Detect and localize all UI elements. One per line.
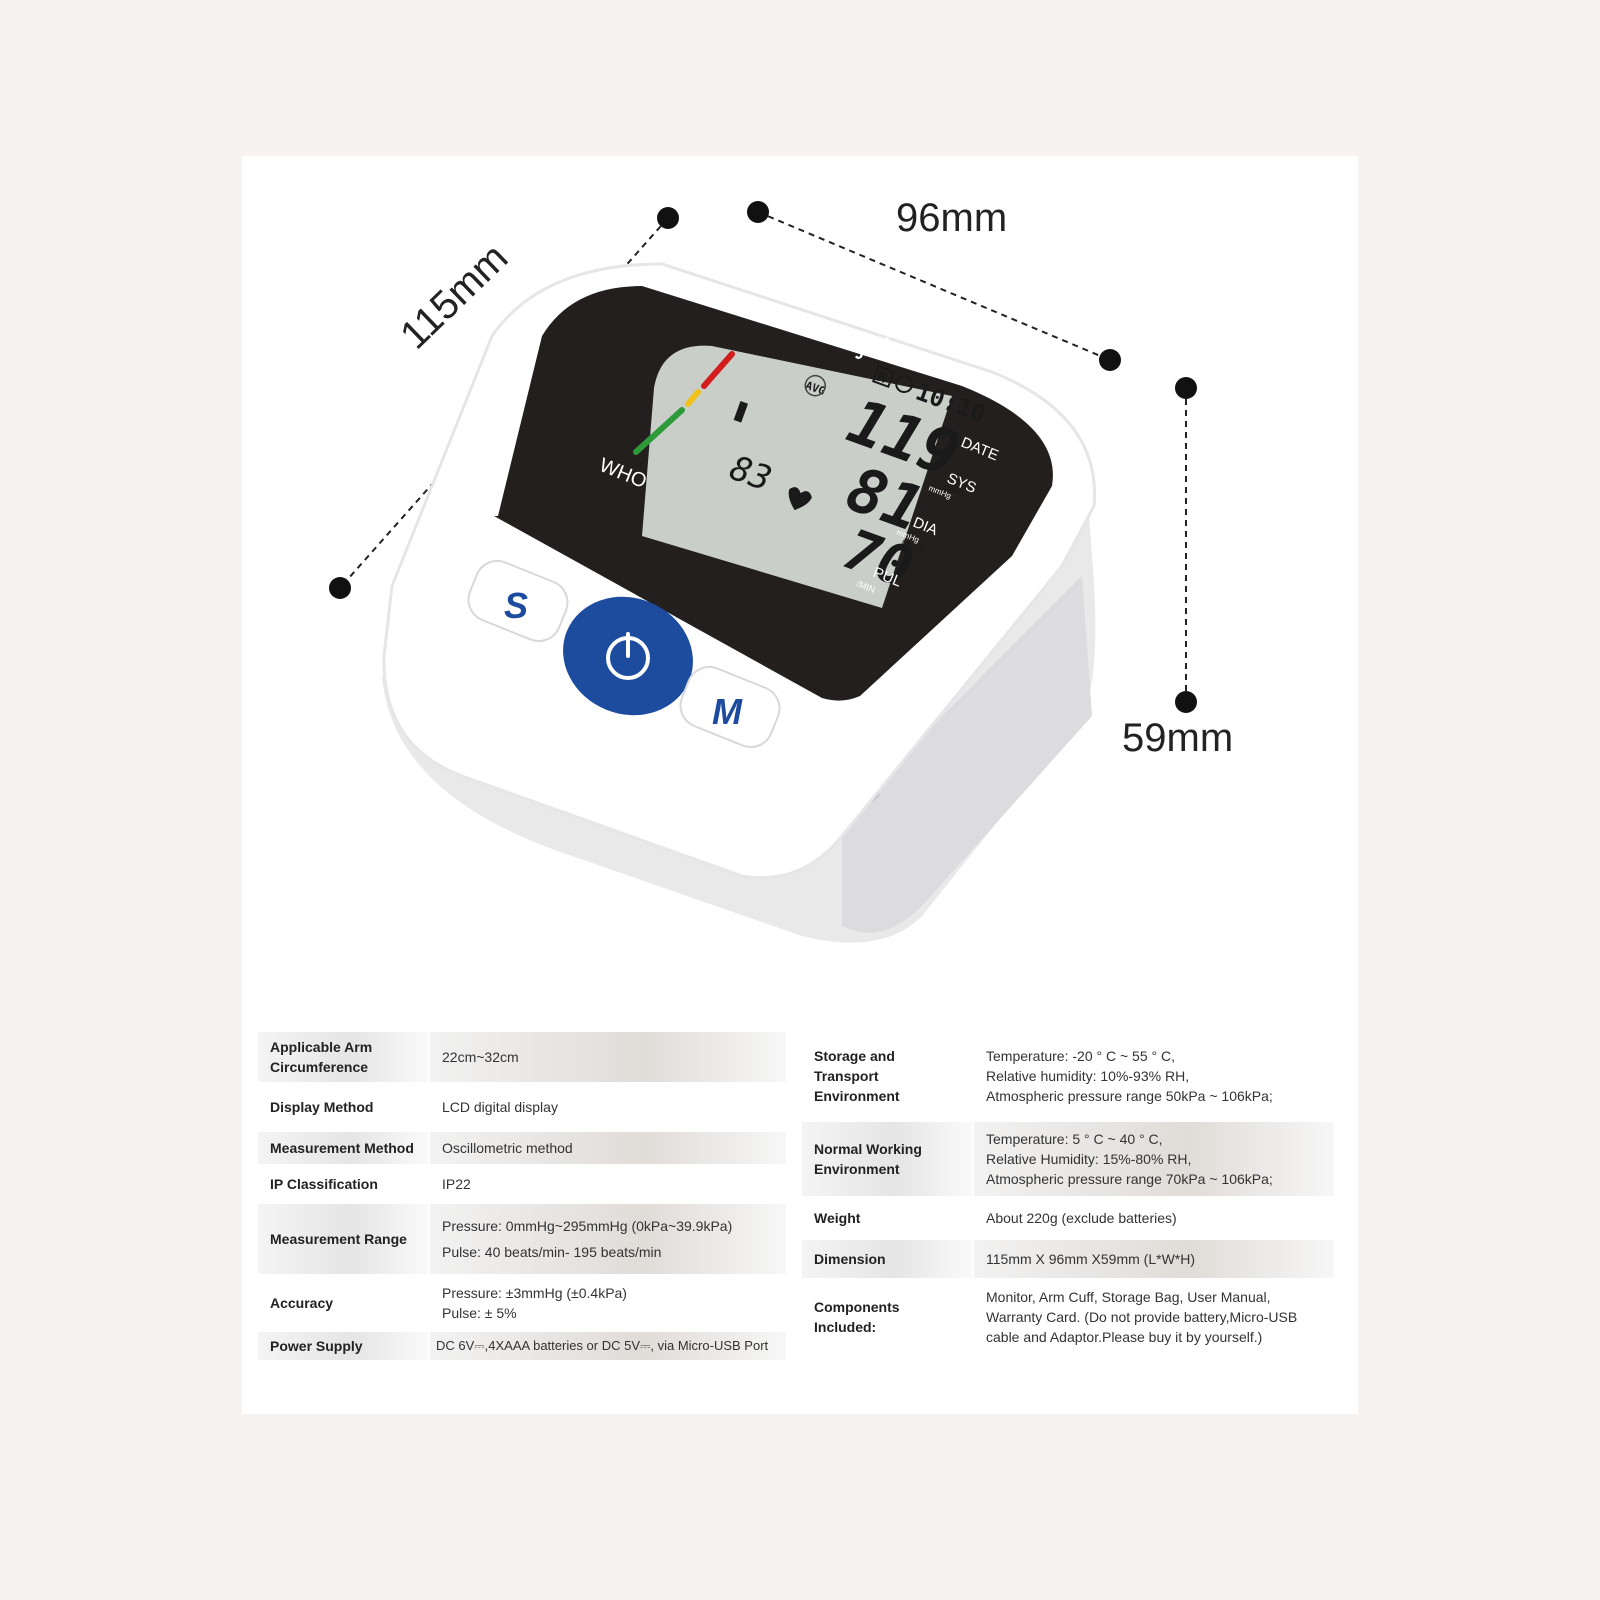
who-red-bar — [701, 351, 735, 389]
dimension-dot — [1175, 691, 1197, 713]
memory-button-label: M — [712, 691, 743, 732]
spec-value: Pressure: ±3mmHg (±0.4kPa) Pulse: ± 5% — [428, 1274, 788, 1332]
memory-badge-frame — [871, 364, 896, 389]
dimension-dot — [329, 577, 351, 599]
spec-label: Dimension — [800, 1238, 974, 1280]
spec-table-right: Storage and Transport Environment Temper… — [800, 1030, 1336, 1356]
spec-label: Components Included: — [800, 1278, 974, 1356]
who-yellow-bar — [685, 389, 701, 407]
dimension-line-depth — [757, 211, 1111, 361]
spec-row: Power Supply DC 6V⎓,4XAAA batteries or D… — [256, 1330, 788, 1362]
spec-value: Temperature: -20 ° C ~ 55 ° C, Relative … — [972, 1030, 1336, 1122]
who-indicator — [633, 351, 735, 455]
person-icon — [804, 374, 827, 397]
spec-value: DC 6V⎓,4XAAA batteries or DC 5V⎓, via Mi… — [428, 1330, 788, 1362]
spec-row: Normal Working Environment Temperature: … — [800, 1120, 1336, 1198]
spec-row: Measurement Method Oscillometric method — [256, 1130, 788, 1166]
heart-icon — [788, 487, 812, 511]
memory-button[interactable]: M — [674, 660, 786, 753]
spec-label: Power Supply — [256, 1330, 430, 1362]
spec-row: Storage and Transport Environment Temper… — [800, 1030, 1336, 1122]
dimension-dot — [1175, 377, 1197, 399]
spec-label: Measurement Range — [256, 1202, 430, 1276]
power-button[interactable] — [545, 577, 711, 734]
set-button-label: S — [504, 585, 528, 626]
device-side-shade — [842, 576, 1092, 933]
spec-label: Weight — [800, 1196, 974, 1240]
clock-icon — [895, 375, 914, 394]
dimension-depth: 96mm — [896, 196, 1008, 240]
spec-label: Storage and Transport Environment — [800, 1030, 974, 1122]
lcd-segment — [733, 401, 749, 423]
spec-row: Measurement Range Pressure: 0mmHg~295mmH… — [256, 1202, 788, 1276]
spec-row: Weight About 220g (exclude batteries) — [800, 1196, 1336, 1240]
spec-row: Accuracy Pressure: ±3mmHg (±0.4kPa) Puls… — [256, 1274, 788, 1332]
dimension-dot — [747, 201, 769, 223]
spec-table-left: Applicable Arm Circumference 22cm~32cm D… — [256, 1030, 788, 1362]
spec-value: Pressure: 0mmHg~295mmHg (0kPa~39.9kPa) P… — [428, 1202, 788, 1276]
spec-label: Measurement Method — [256, 1130, 430, 1166]
spec-value: Temperature: 5 ° C ~ 40 ° C, Relative Hu… — [972, 1120, 1336, 1198]
spec-row: Components Included: Monitor, Arm Cuff, … — [800, 1278, 1336, 1356]
spec-value: Monitor, Arm Cuff, Storage Bag, User Man… — [972, 1278, 1336, 1356]
device-illustration: M 10:10 AVG 119 81 83 70 mmHg mmHg Jziki… — [329, 201, 1197, 943]
spec-label: Normal Working Environment — [800, 1120, 974, 1198]
dimension-dots — [329, 201, 1197, 713]
product-card: M 10:10 AVG 119 81 83 70 mmHg mmHg Jziki… — [242, 156, 1358, 1414]
spec-row: Display Method LCD digital display — [256, 1082, 788, 1132]
lcd-screen — [642, 345, 952, 608]
spec-label: Applicable Arm Circumference — [256, 1030, 430, 1084]
spec-value: About 220g (exclude batteries) — [972, 1196, 1336, 1240]
spec-value: LCD digital display — [428, 1082, 788, 1132]
spec-value: IP22 — [428, 1164, 788, 1204]
spec-value: 115mm X 96mm X59mm (L*W*H) — [972, 1238, 1336, 1280]
spec-label: Display Method — [256, 1082, 430, 1132]
spec-value: Oscillometric method — [428, 1130, 788, 1166]
spec-label: Accuracy — [256, 1274, 430, 1332]
dimension-height: 59mm — [1122, 716, 1234, 760]
spec-row: Applicable Arm Circumference 22cm~32cm — [256, 1030, 788, 1084]
dimension-dot — [1099, 349, 1121, 371]
spec-value: 22cm~32cm — [428, 1030, 788, 1084]
spec-row: Dimension 115mm X 96mm X59mm (L*W*H) — [800, 1238, 1336, 1280]
spec-row: IP Classification IP22 — [256, 1164, 788, 1204]
who-green-bar — [633, 407, 685, 455]
set-button[interactable]: S — [462, 554, 574, 647]
spec-label: IP Classification — [256, 1164, 430, 1204]
dimension-dot — [657, 207, 679, 229]
